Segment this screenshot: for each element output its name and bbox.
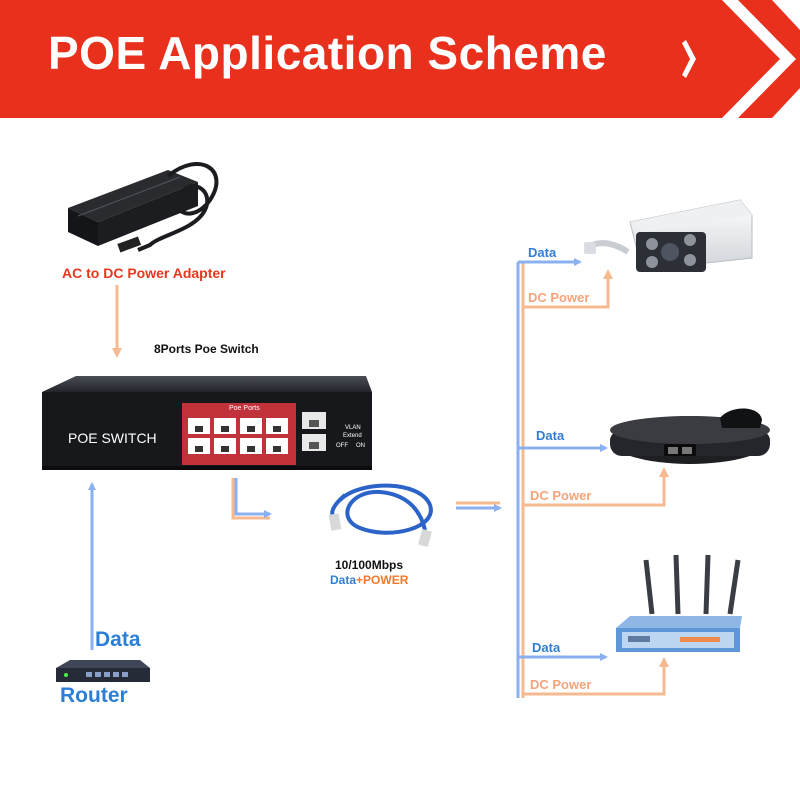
wifi-power-label: DC Power	[530, 677, 592, 692]
header-banner	[0, 0, 800, 118]
cable-speed-label: 10/100Mbps	[335, 558, 404, 572]
poe-switch-icon	[42, 376, 372, 470]
poe-ports-label: Poe Ports	[229, 405, 260, 412]
extend-label: Extend	[343, 433, 362, 439]
camera-power-label: DC Power	[528, 290, 590, 305]
router-label: Router	[60, 684, 128, 707]
rj45-plug-icon	[328, 513, 342, 531]
wifi-data-label: Data	[532, 640, 561, 655]
power-adapter-icon	[68, 162, 219, 253]
vlan-on-label: ON	[356, 443, 365, 449]
vlan-label: VLAN	[345, 425, 361, 431]
ethernet-cable-icon	[330, 483, 433, 535]
switch-front-text: POE SWITCH	[68, 430, 157, 446]
switch-caption: 8Ports Poe Switch	[154, 342, 259, 356]
wifi-router-icon	[616, 554, 742, 652]
router-icon	[56, 660, 150, 682]
ip-phone-icon	[610, 408, 770, 464]
page-title: POE Application Scheme	[48, 27, 607, 79]
power-adapter-label: AC to DC Power Adapter	[62, 265, 226, 281]
camera-data-label: Data	[528, 245, 557, 260]
cable-capability-label: Data+POWER	[330, 573, 409, 587]
router-data-label: Data	[95, 628, 141, 651]
phone-power-label: DC Power	[530, 488, 592, 503]
rj45-plug-icon	[418, 528, 432, 548]
phone-data-label: Data	[536, 428, 565, 443]
vlan-off-label: OFF	[336, 443, 348, 449]
ip-camera-icon	[584, 199, 753, 272]
